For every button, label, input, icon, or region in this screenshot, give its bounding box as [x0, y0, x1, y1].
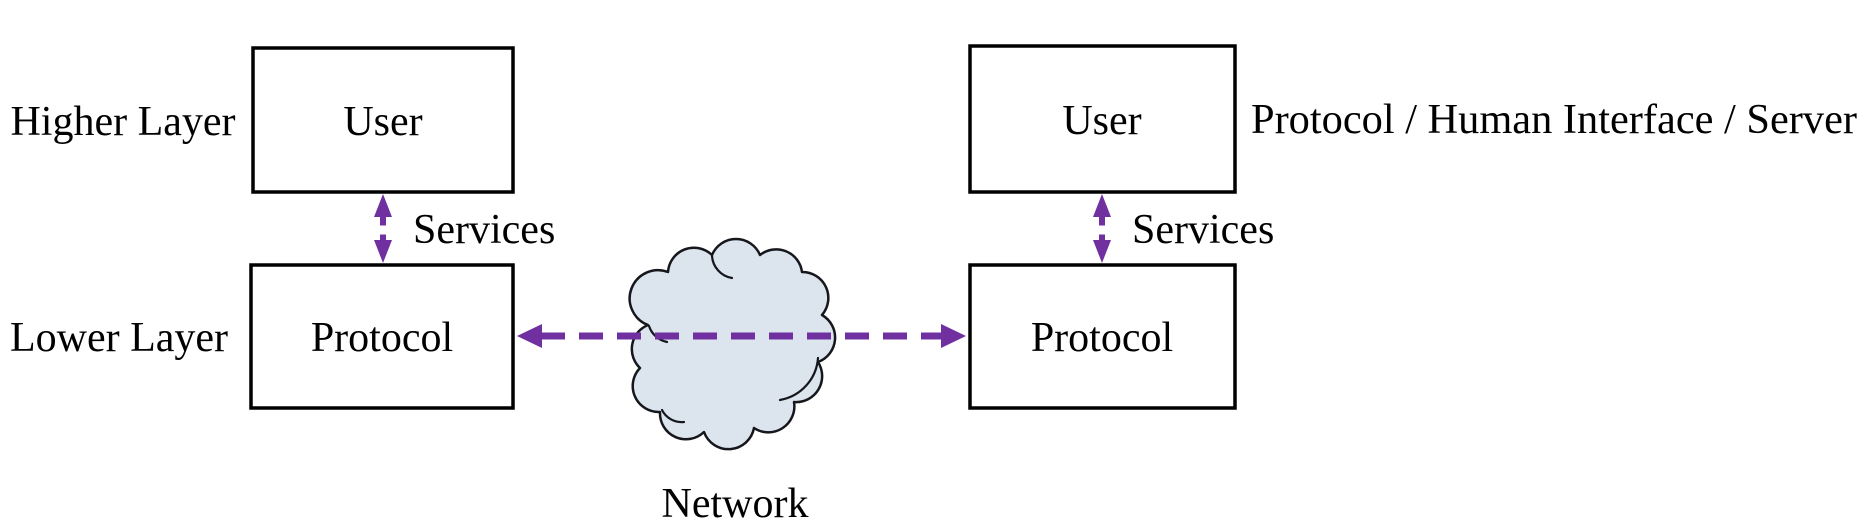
- right-side-annotation: Protocol / Human Interface / Server: [1251, 97, 1857, 143]
- left-user-box-label: User: [343, 99, 422, 145]
- left-protocol-box-label: Protocol: [311, 315, 453, 361]
- right-services-label: Services: [1132, 207, 1274, 253]
- left-services-arrow-icon: [374, 194, 392, 263]
- right-user-box: [968, 44, 1237, 194]
- higher-layer-label: Higher Layer: [10, 99, 235, 145]
- network-cloud-icon: [628, 237, 837, 451]
- right-protocol-box-label: Protocol: [1031, 315, 1173, 361]
- peer-protocol-arrow-icon: [517, 324, 966, 348]
- left-protocol-box: [249, 263, 515, 410]
- left-user-box: [251, 46, 515, 194]
- left-services-label: Services: [413, 207, 555, 253]
- lower-layer-label: Lower Layer: [10, 315, 228, 361]
- right-user-box-label: User: [1062, 98, 1141, 144]
- right-protocol-box: [968, 263, 1237, 410]
- right-services-arrow-icon: [1093, 194, 1111, 263]
- network-label: Network: [662, 481, 809, 526]
